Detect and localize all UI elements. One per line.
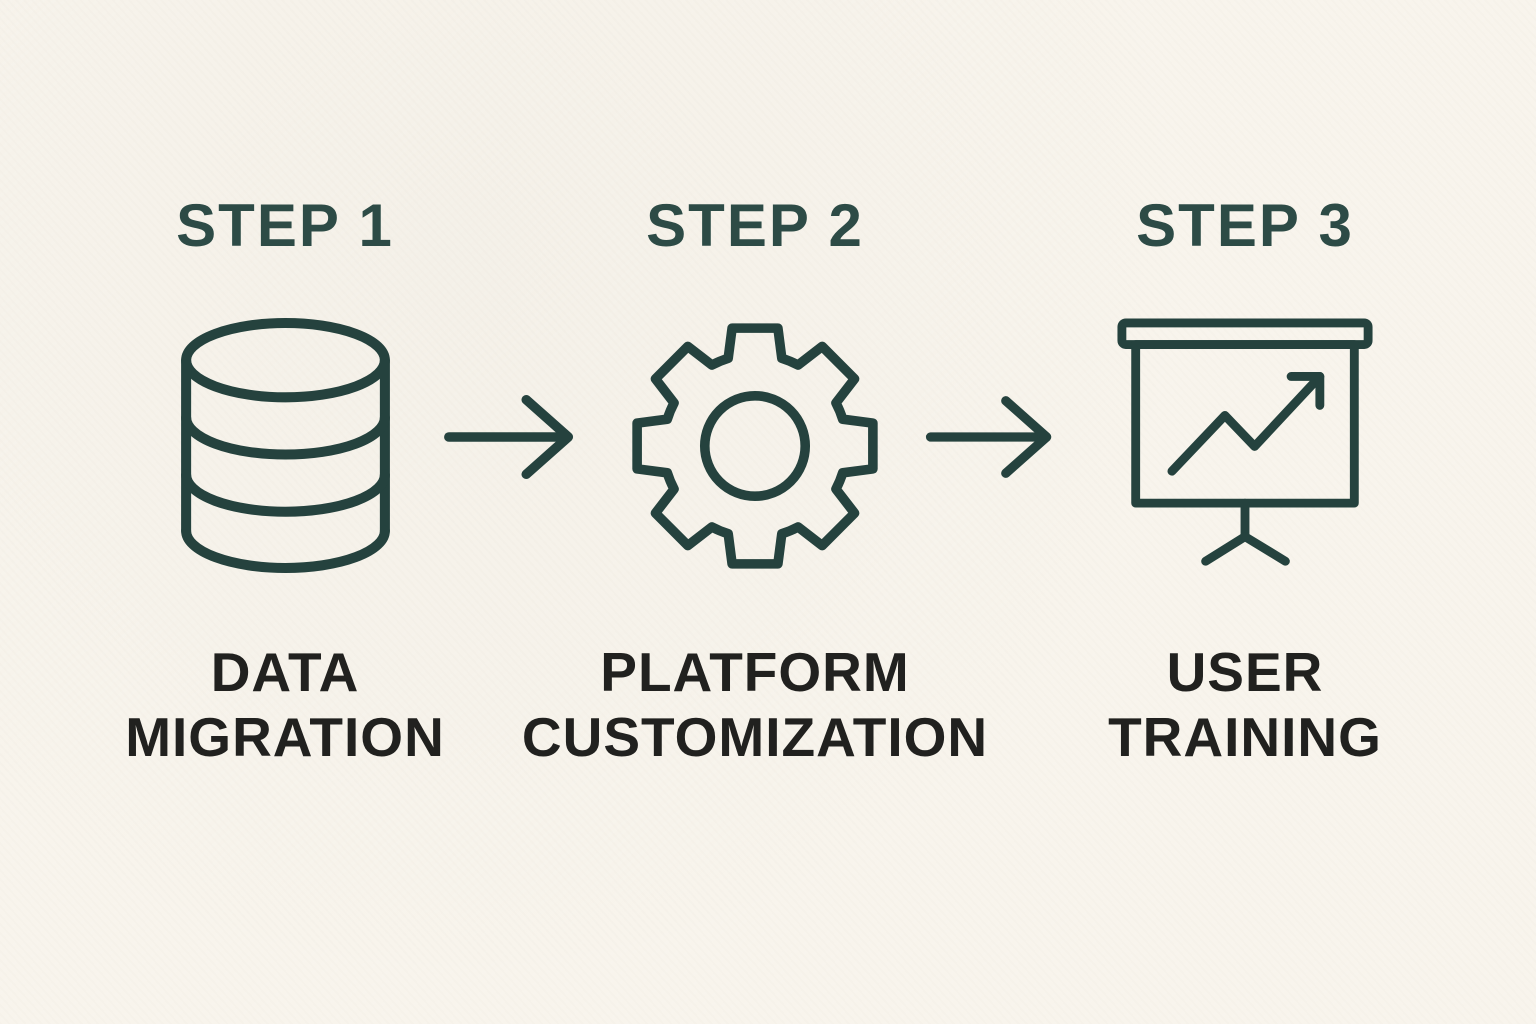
gear-icon [632,323,878,569]
step-2-header: STEP 2 [646,192,864,259]
step-2-icon-wrap [624,308,886,584]
step-1-label-line-1: DATA [210,641,360,703]
step-1-label-line-2: MIGRATION [125,705,445,768]
presentation-chart-icon [1117,318,1373,566]
step-1-label: DATA MIGRATION [125,640,445,770]
step-3-label-line-2: TRAINING [1108,705,1382,768]
arrow-right-icon [925,394,1055,480]
step-2: STEP 2 PLATFORM CUSTOMIZATION [515,196,995,770]
arrow-right-icon [443,394,577,480]
database-icon [180,317,390,573]
step-2-label-line-2: CUSTOMIZATION [521,705,989,768]
step-2-label: PLATFORM CUSTOMIZATION [522,640,988,770]
step-3-label-line-1: USER [1166,641,1324,703]
step-3-header: STEP 3 [1136,192,1354,259]
step-3: STEP 3 USER TRAINING [1005,196,1485,770]
step-1: STEP 1 DATA MIGRATION [45,196,525,770]
step-3-icon-wrap [1115,308,1375,584]
step-3-label: USER TRAINING [1108,640,1382,770]
step-1-icon-wrap [175,308,396,584]
step-2-label-line-1: PLATFORM [600,641,910,703]
step-1-header: STEP 1 [176,192,394,259]
